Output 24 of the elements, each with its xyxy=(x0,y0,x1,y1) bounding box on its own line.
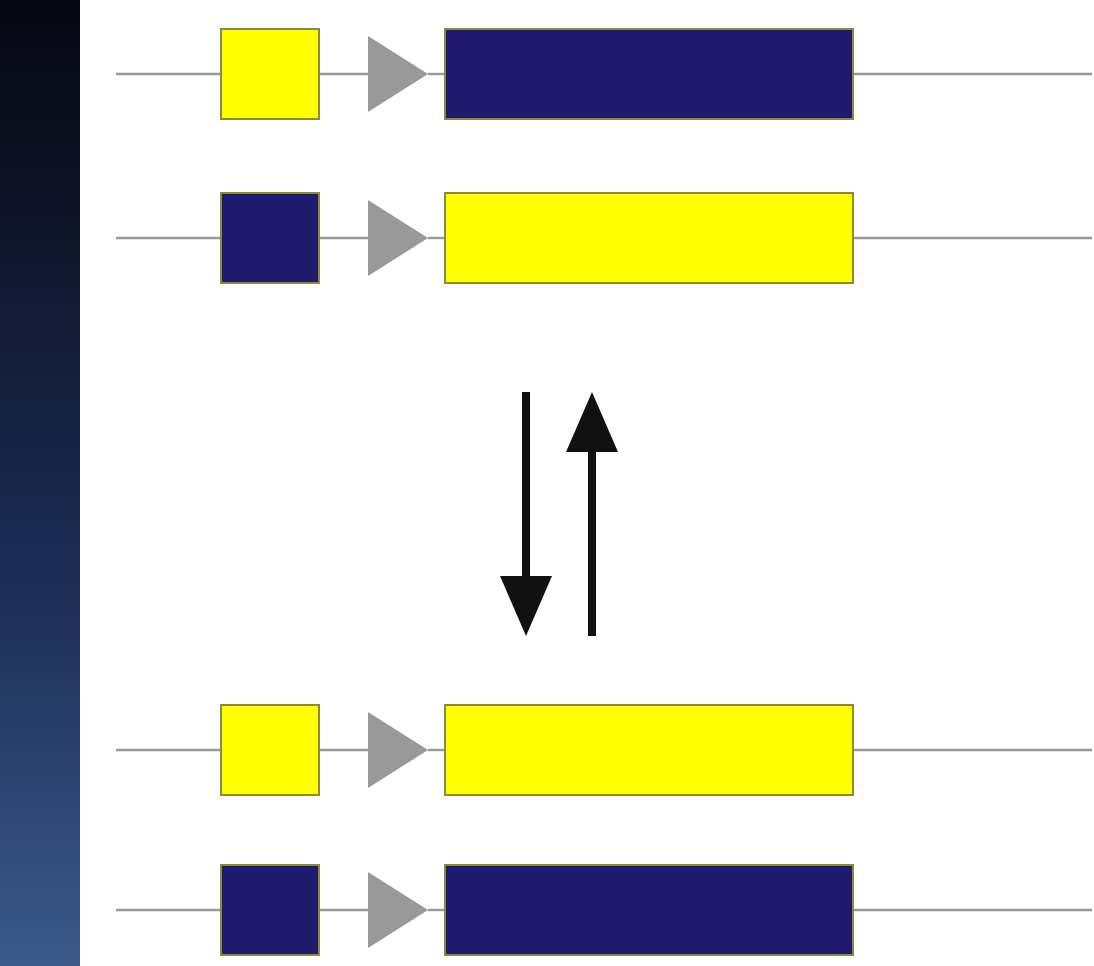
dna-line xyxy=(116,236,220,240)
dna-line xyxy=(320,748,368,752)
promoter-triangle xyxy=(368,712,428,788)
dna-line xyxy=(116,72,220,76)
promoter-triangle xyxy=(368,36,428,112)
dna-line xyxy=(116,748,220,752)
promoter-triangle xyxy=(368,872,428,948)
element-box xyxy=(220,192,320,284)
dna-line xyxy=(854,72,1092,76)
gene-box xyxy=(444,864,854,956)
promoter-triangle xyxy=(368,200,428,276)
gene-box xyxy=(444,28,854,120)
gene-box xyxy=(444,192,854,284)
element-box xyxy=(220,28,320,120)
gene-box xyxy=(444,704,854,796)
dna-line xyxy=(320,908,368,912)
dna-line xyxy=(320,72,368,76)
element-box xyxy=(220,704,320,796)
dna-line xyxy=(854,236,1092,240)
dna-line xyxy=(320,236,368,240)
element-box xyxy=(220,864,320,956)
dna-line xyxy=(854,908,1092,912)
dna-line xyxy=(854,748,1092,752)
dna-line xyxy=(116,908,220,912)
